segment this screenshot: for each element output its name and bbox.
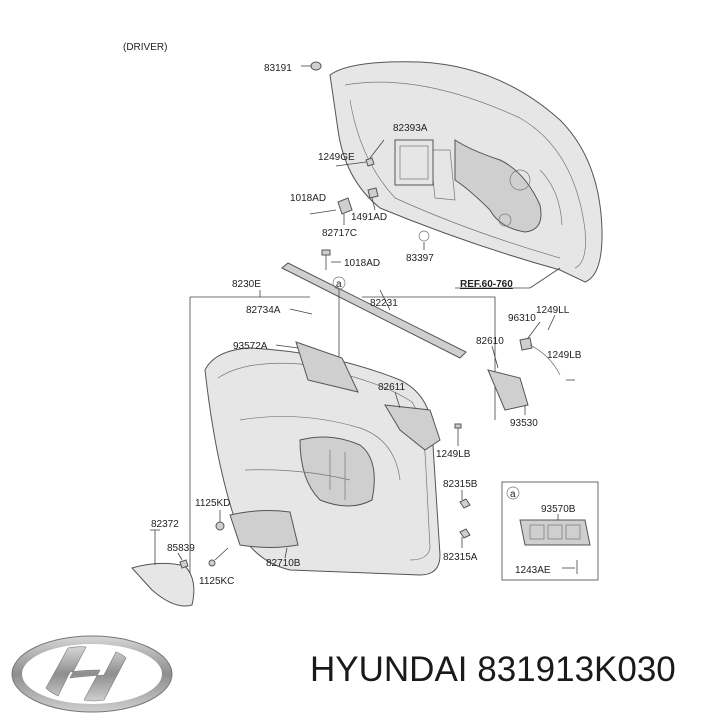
label-1018ad-a: 1018AD — [290, 193, 326, 204]
label-82372: 82372 — [151, 519, 179, 530]
label-82734a: 82734A — [246, 305, 281, 316]
label-83191: 83191 — [264, 63, 292, 74]
plug-83397 — [418, 230, 430, 242]
label-82231: 82231 — [370, 298, 398, 309]
label-82710b: 82710B — [266, 558, 301, 569]
label-93530: 93530 — [510, 418, 538, 429]
label-93570b: 93570B — [541, 504, 576, 515]
inset-letter-box: a — [510, 489, 516, 500]
switch-93570b — [519, 519, 591, 546]
brand-part-number: HYUNDAI 831913K030 — [310, 650, 676, 689]
label-82717c: 82717C — [322, 228, 357, 239]
label-8230e: 8230E — [232, 279, 261, 290]
label-1249lb-b: 1249LB — [436, 449, 471, 460]
handle-82610 — [487, 369, 529, 411]
variant-label: (DRIVER) — [123, 42, 167, 53]
label-1491ad: 1491AD — [351, 212, 387, 223]
label-1249ll: 1249LL — [536, 305, 570, 316]
label-82315a: 82315A — [443, 552, 478, 563]
bezel-82710b — [229, 510, 299, 548]
weatherstrip — [281, 262, 467, 359]
label-82611: 82611 — [378, 382, 406, 393]
label-82610: 82610 — [476, 336, 504, 347]
module-plate — [394, 139, 434, 186]
label-83397: 83397 — [406, 253, 434, 264]
label-1125kd: 1125KD — [195, 498, 230, 509]
hyundai-logo-icon — [11, 635, 173, 713]
label-82393a: 82393A — [393, 123, 428, 134]
clip-82717c — [337, 197, 353, 215]
inset-box — [501, 481, 599, 581]
label-82315b: 82315B — [443, 479, 478, 490]
label-1018ad-b: 1018AD — [344, 258, 380, 269]
switch-93572a — [295, 341, 359, 393]
label-ref: REF.60-760 — [460, 279, 513, 290]
label-1243ae: 1243AE — [515, 565, 551, 576]
grommet-83191 — [310, 61, 322, 71]
label-85839: 85839 — [167, 543, 195, 554]
cover-82372 — [131, 562, 195, 607]
label-93572a: 93572A — [233, 341, 268, 352]
handle-82611 — [384, 404, 441, 451]
door-frame — [329, 61, 603, 283]
label-1249ge: 1249GE — [318, 152, 355, 163]
label-1125kc: 1125KC — [199, 576, 234, 587]
label-1249lb-a: 1249LB — [547, 350, 582, 361]
inset-letter-main: a — [336, 279, 342, 290]
label-96310: 96310 — [508, 313, 536, 324]
